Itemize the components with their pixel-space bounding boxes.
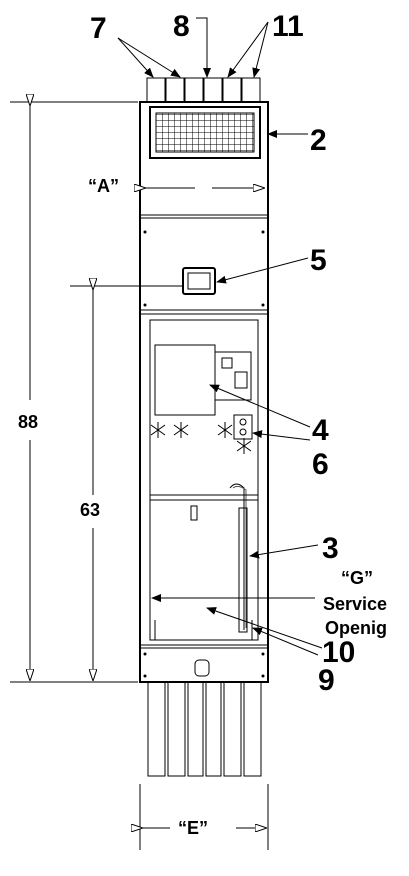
dimension-overall-height: 88 bbox=[10, 102, 138, 683]
dimension-width-bottom: “E” bbox=[140, 784, 269, 850]
callout-8: 8 bbox=[173, 10, 190, 43]
callout-7: 7 bbox=[90, 12, 107, 45]
callout-10: 10 bbox=[322, 636, 355, 669]
top-conduit-stubs bbox=[146, 77, 261, 103]
vent-grille bbox=[149, 106, 261, 159]
dimension-lower-height: 63 bbox=[70, 286, 183, 680]
callout-5: 5 bbox=[310, 244, 327, 277]
callout-leaders bbox=[117, 17, 323, 656]
service-opening-openig: Openig bbox=[325, 618, 387, 638]
callout-3: 3 bbox=[322, 532, 339, 565]
width-top-label: “A” bbox=[88, 176, 119, 196]
callout-2: 2 bbox=[310, 124, 327, 157]
dimension-width-top: “A” bbox=[88, 176, 264, 196]
service-opening-g: “G” bbox=[341, 568, 373, 588]
width-bottom-label: “E” bbox=[178, 818, 208, 838]
service-opening-service: Service bbox=[323, 594, 387, 614]
callout-11: 11 bbox=[272, 10, 304, 43]
callout-4: 4 bbox=[312, 414, 329, 447]
overall-height-value: 88 bbox=[18, 412, 38, 432]
bottom-conduits bbox=[147, 681, 262, 777]
callout-6: 6 bbox=[312, 448, 329, 481]
keypad-display bbox=[182, 267, 216, 295]
lower-compartment bbox=[149, 319, 259, 677]
callout-9: 9 bbox=[318, 664, 335, 697]
lower-height-value: 63 bbox=[80, 500, 100, 520]
cabinet-outline bbox=[139, 101, 269, 683]
